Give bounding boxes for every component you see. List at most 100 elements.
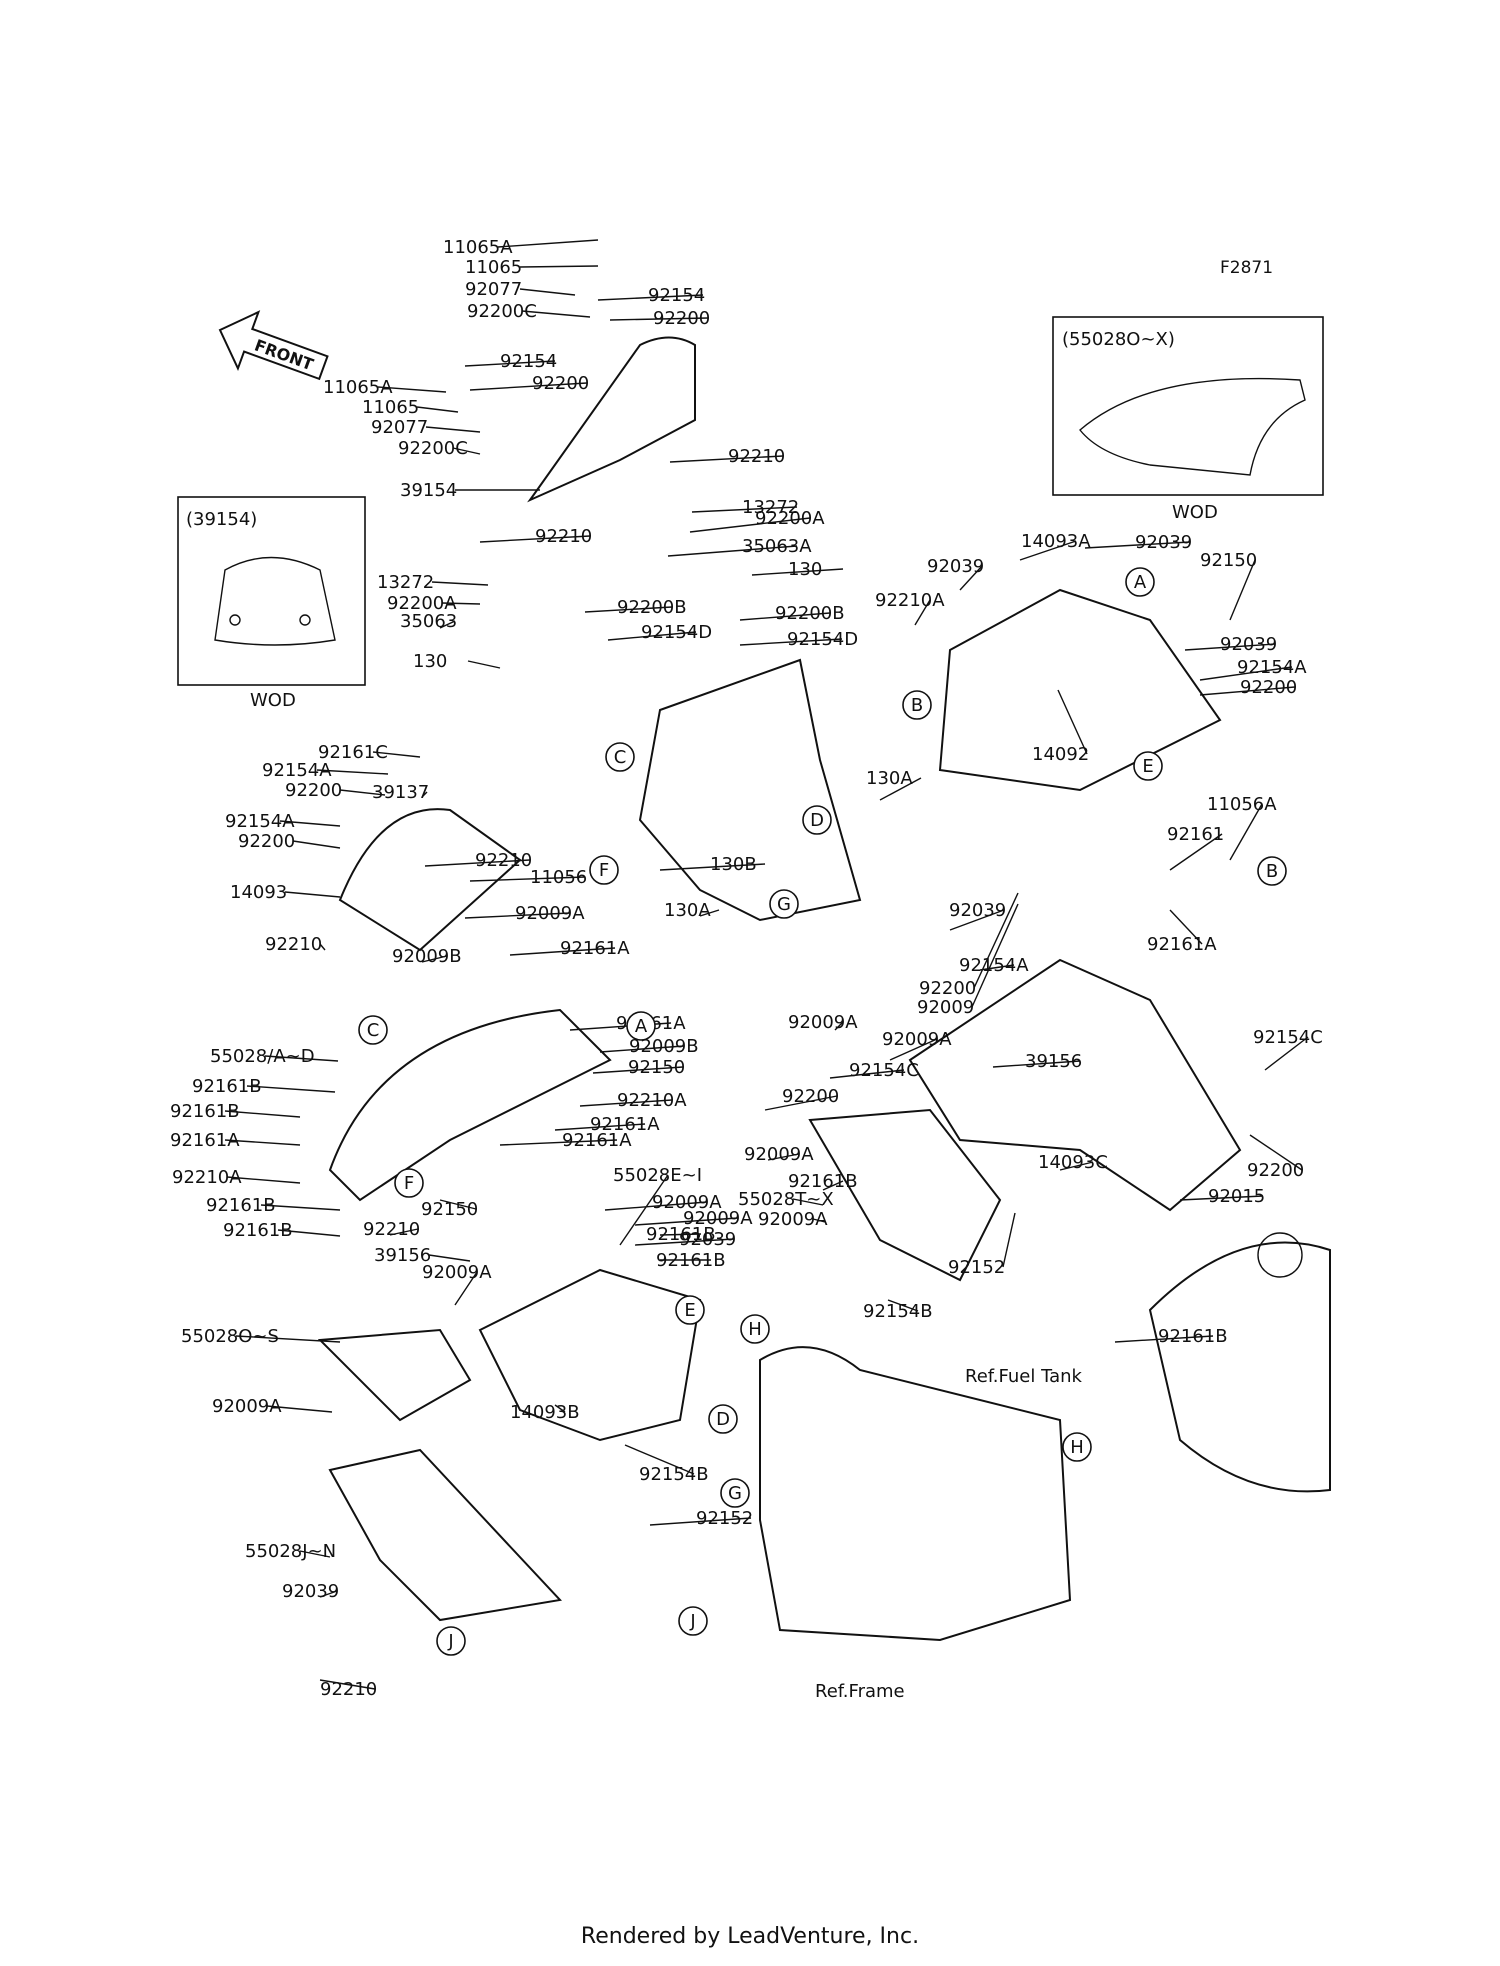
leader-line (659, 863, 766, 871)
part-label-92210a: 92210A (617, 1090, 687, 1111)
part-label-55028e-i: 55028E~I (613, 1165, 702, 1186)
inner-cover-14093 (338, 808, 522, 952)
part-label-92161a: 92161A (1147, 934, 1217, 955)
svg-text:J: J (689, 1611, 695, 1632)
part-label-92161b: 92161B (646, 1224, 716, 1245)
part-label-14093: 14093 (230, 882, 287, 903)
part-label-92009a: 92009A (744, 1144, 814, 1165)
svg-text:F: F (599, 860, 609, 881)
part-label-92161a: 92161A (170, 1130, 240, 1151)
leader-line (579, 1099, 673, 1107)
part-label-130: 130 (413, 651, 447, 672)
leader-line (439, 620, 456, 629)
part-label-92200b: 92200B (617, 597, 687, 618)
part-label-92039: 92039 (1220, 634, 1277, 655)
part-label-35063: 35063 (400, 611, 457, 632)
leader-line (1249, 1134, 1303, 1171)
upper-cowl-55028 (328, 1008, 612, 1202)
fuel-tank-reference (1148, 1232, 1331, 1493)
leader-line (260, 1204, 341, 1211)
part-label-11065: 11065 (362, 397, 419, 418)
ref-frame: Ref.Frame (815, 1681, 905, 1702)
svg-text:H: H (748, 1319, 762, 1340)
leader-line (992, 1060, 1081, 1068)
leader-line (604, 1201, 708, 1211)
leader-line (834, 1021, 844, 1031)
leader-line (509, 947, 616, 956)
leader-line (1179, 1195, 1264, 1201)
callout-g: G (769, 889, 799, 919)
part-label-92161b: 92161B (192, 1076, 262, 1097)
leader-line (1002, 1212, 1016, 1268)
leader-line (584, 606, 673, 613)
leader-line (421, 955, 448, 963)
callout-g: G (720, 1478, 750, 1508)
leader-line (764, 1095, 838, 1111)
leader-line (479, 535, 591, 543)
part-label-92161a: 92161A (560, 938, 630, 959)
part-label-130b: 130B (710, 854, 757, 875)
part-label-55028t-x: 55028T~X (738, 1189, 834, 1210)
leader-line (699, 909, 720, 917)
part-label-92152: 92152 (948, 1257, 1005, 1278)
part-label-92161a: 92161A (562, 1130, 632, 1151)
leader-line (279, 820, 341, 827)
leader-line (971, 903, 1019, 1008)
part-label-92161b: 92161B (170, 1101, 240, 1122)
leader-line (609, 317, 709, 321)
leader-line (1229, 803, 1263, 861)
leader-line (224, 1110, 301, 1118)
part-label-92039: 92039 (949, 900, 1006, 921)
part-label-92200: 92200 (238, 831, 295, 852)
leader-line (464, 912, 571, 919)
part-label-11056a: 11056A (1207, 794, 1277, 815)
part-label-130a: 130A (866, 768, 913, 789)
part-label-92210: 92210 (265, 934, 322, 955)
part-label-92200c: 92200C (398, 438, 468, 459)
leader-line (467, 660, 501, 669)
part-label-92210: 92210 (363, 1219, 420, 1240)
leader-line (464, 360, 556, 367)
leader-line (425, 426, 481, 433)
leader-line (592, 1066, 684, 1074)
leader-line (246, 1085, 336, 1093)
svg-text:A: A (1134, 572, 1147, 593)
leader-line (829, 1069, 905, 1079)
part-label-39156: 39156 (1025, 1051, 1082, 1072)
callout-j: J (678, 1606, 708, 1636)
part-label-11065: 11065 (465, 257, 522, 278)
svg-text:D: D (810, 810, 824, 831)
part-label-92161b: 92161B (788, 1171, 858, 1192)
leader-line (431, 581, 489, 586)
part-label-11065a: 11065A (443, 237, 513, 258)
inset-cowl-title: (55028O~X) (1062, 329, 1175, 350)
callout-b: B (902, 690, 932, 720)
part-label-92154d: 92154D (787, 629, 858, 650)
part-label-92161b: 92161B (1158, 1326, 1228, 1347)
meter-cover-14093A (938, 588, 1222, 792)
part-label-14093c: 14093C (1038, 1152, 1108, 1173)
part-label-92161b: 92161B (656, 1250, 726, 1271)
svg-text:A: A (635, 1016, 648, 1037)
part-label-55028j-n: 55028J~N (245, 1541, 336, 1562)
diagram-code: F2871 (1220, 258, 1274, 278)
callout-e: E (675, 1295, 705, 1325)
part-label-92161b: 92161B (206, 1195, 276, 1216)
leader-line (822, 1180, 844, 1191)
part-label-92009a: 92009A (788, 1012, 858, 1033)
frame-reference (759, 1346, 1072, 1642)
leader-line (1229, 559, 1256, 621)
leader-line (914, 599, 931, 626)
leader-line (1084, 541, 1191, 549)
leader-line (554, 1404, 566, 1413)
inset-cowl: (55028O~X) WOD (1052, 316, 1324, 523)
leader-line (1199, 666, 1293, 681)
part-label-92200: 92200 (532, 373, 589, 394)
part-label-92150: 92150 (1200, 550, 1257, 571)
part-label-92154a: 92154A (225, 811, 295, 832)
part-label-92077: 92077 (371, 417, 428, 438)
part-label-55028o-s: 55028O~S (181, 1326, 279, 1347)
leader-line (316, 769, 389, 775)
svg-text:J: J (447, 1631, 453, 1652)
part-label-92200: 92200 (285, 780, 342, 801)
